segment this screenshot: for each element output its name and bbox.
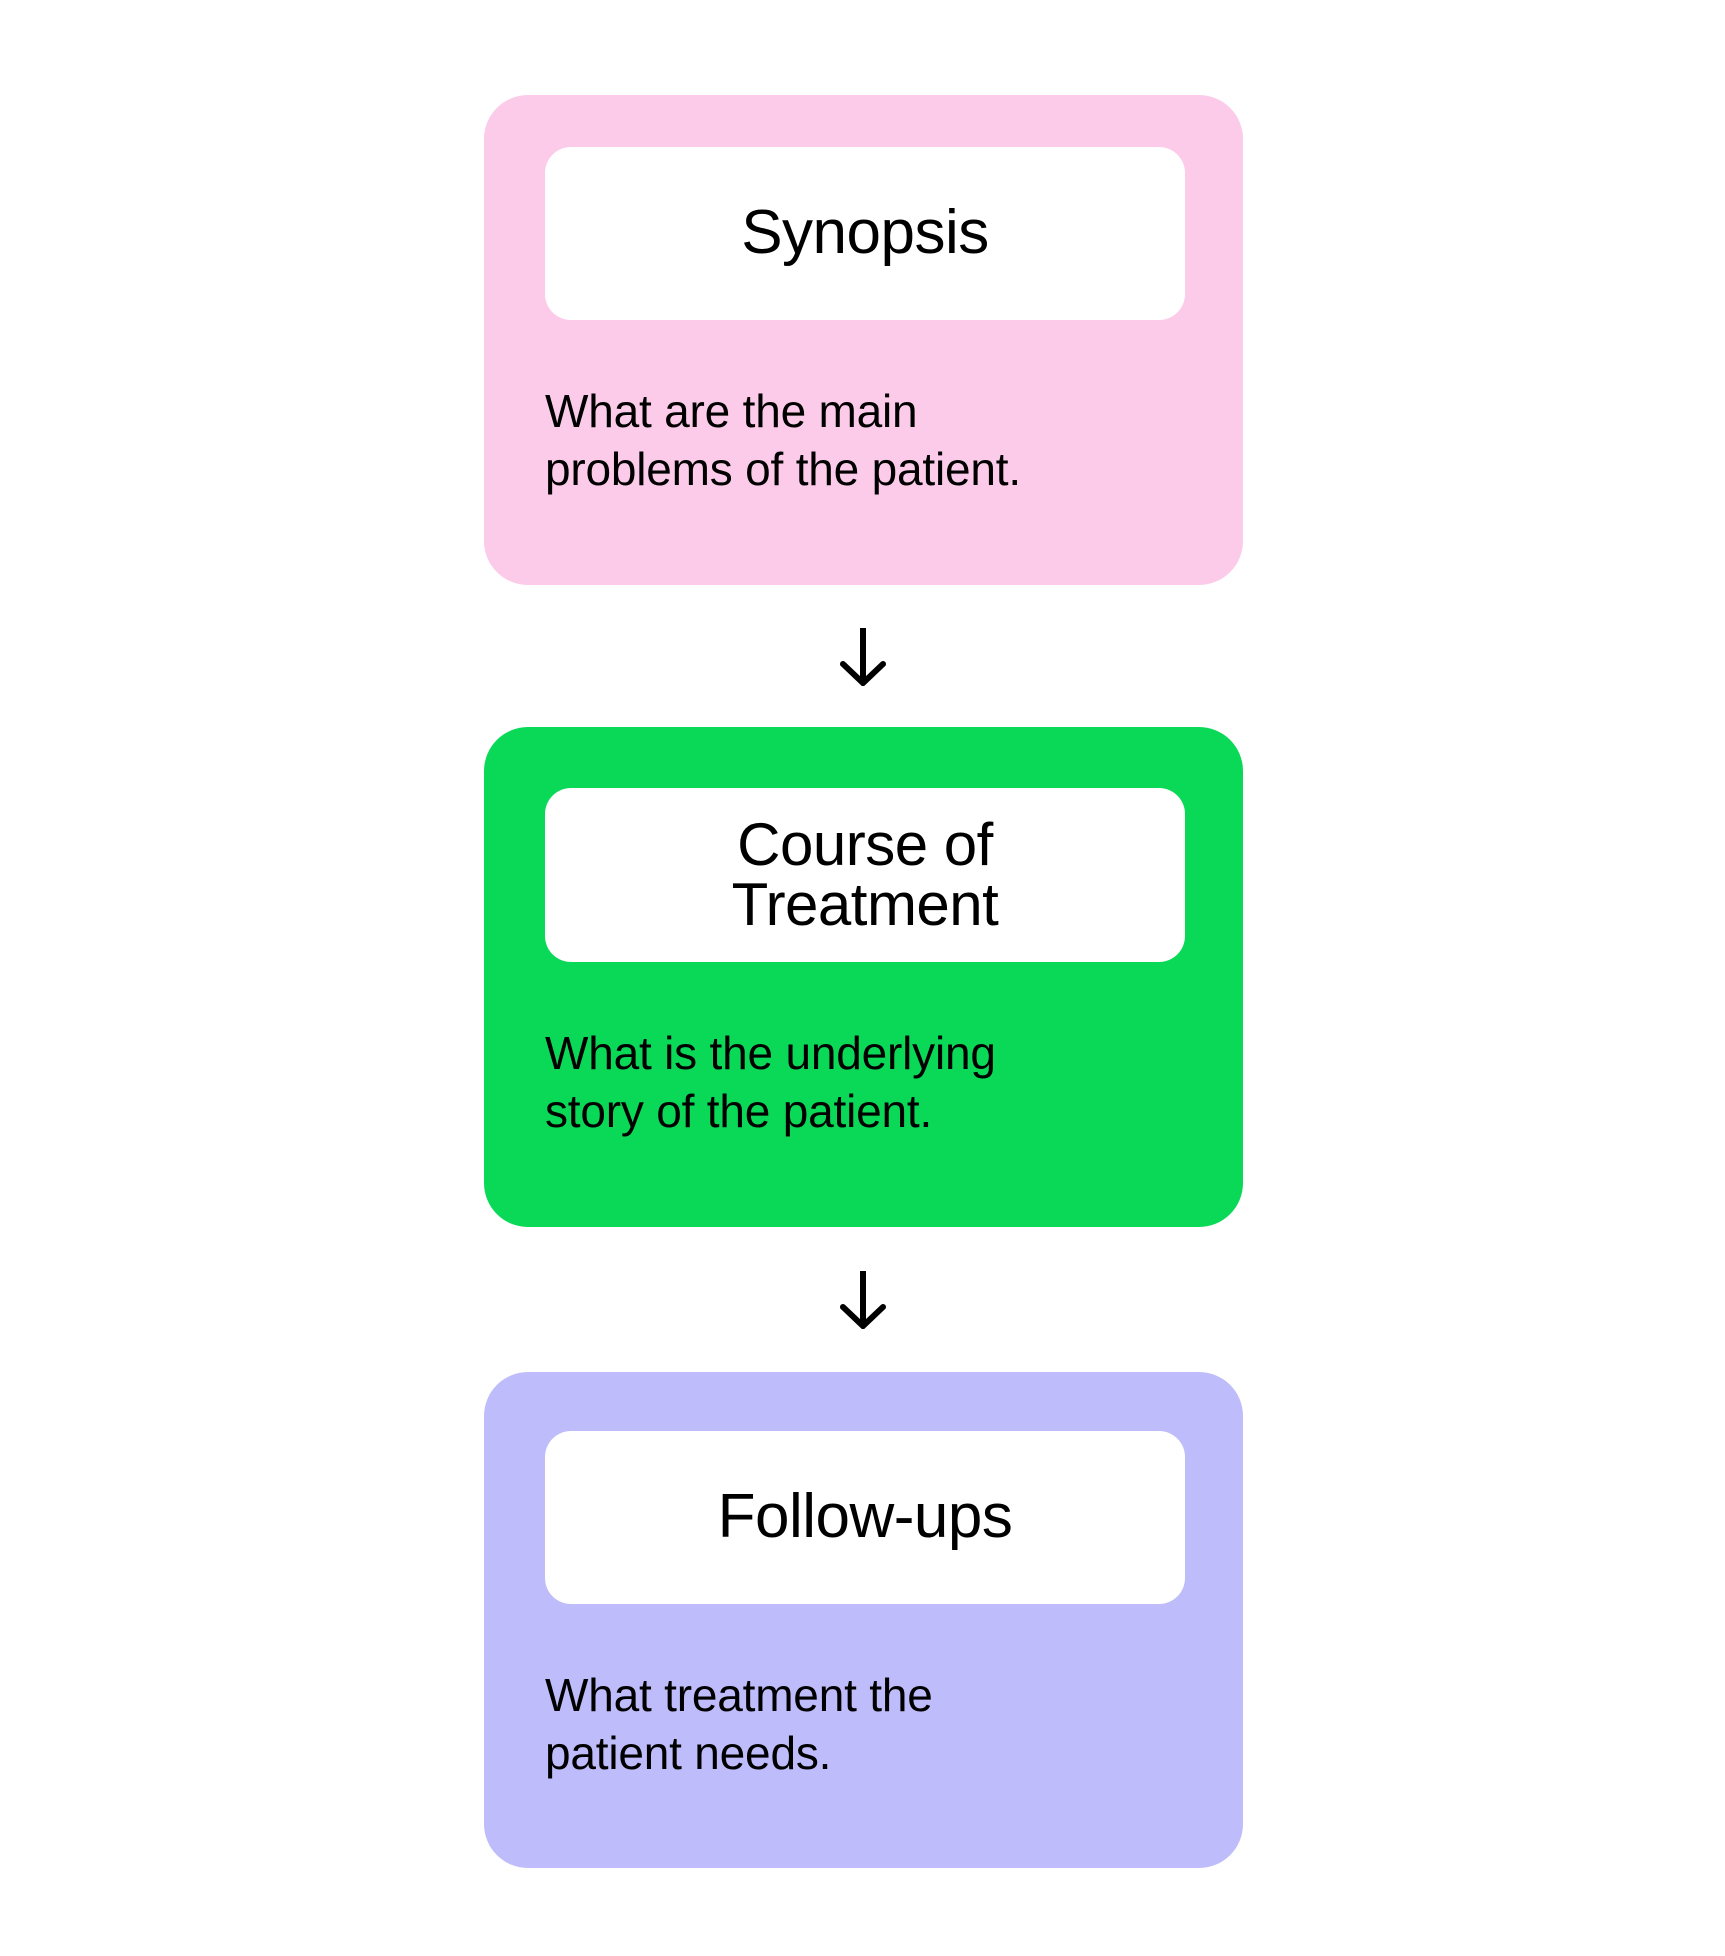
step-body-follow-ups: What treatment the patient needs. <box>545 1669 933 1779</box>
down-arrow-icon <box>836 1269 890 1329</box>
flow-step-card-synopsis: Synopsis What are the main problems of t… <box>484 95 1243 585</box>
step-title-chip-course-of-treatment: Course of Treatment <box>545 788 1185 962</box>
flow-step-card-follow-ups: Follow-ups What treatment the patient ne… <box>484 1372 1243 1868</box>
step-body-synopsis: What are the main problems of the patien… <box>545 385 1021 495</box>
step-title-synopsis: Synopsis <box>741 198 989 268</box>
step-title-chip-follow-ups: Follow-ups <box>545 1431 1185 1604</box>
down-arrow-icon <box>836 626 890 686</box>
step-title-chip-synopsis: Synopsis <box>545 147 1185 320</box>
step-title-follow-ups: Follow-ups <box>717 1482 1013 1552</box>
step-title-course-of-treatment: Course of Treatment <box>731 811 999 938</box>
step-body-course-of-treatment: What is the underlying story of the pati… <box>545 1027 996 1137</box>
flow-step-card-course-of-treatment: Course of Treatment What is the underlyi… <box>484 727 1243 1227</box>
